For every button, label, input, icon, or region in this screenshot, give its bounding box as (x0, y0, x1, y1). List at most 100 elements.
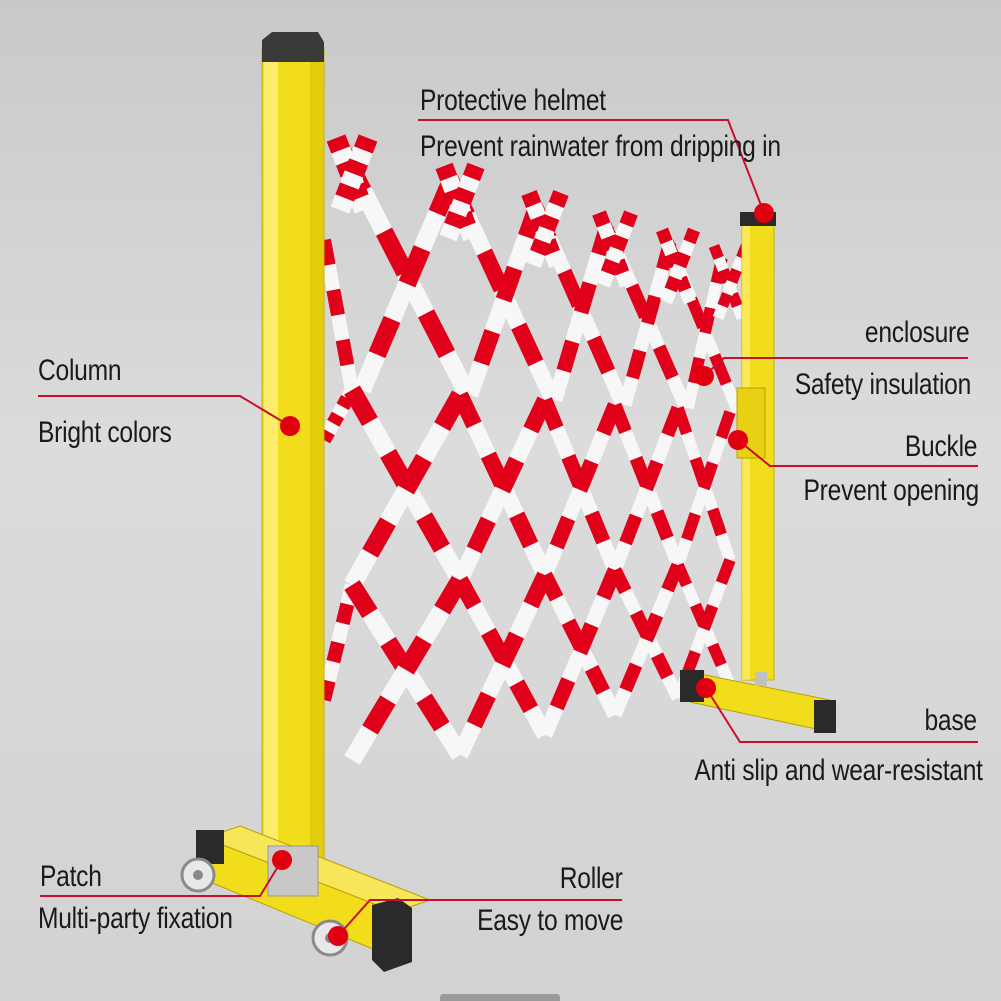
label-roller-desc: Easy to move (476, 904, 623, 937)
lattice-bar-segment (317, 428, 335, 444)
lattice-bar-segment (335, 338, 355, 367)
lattice-bar-segment (698, 461, 719, 491)
lattice-bar-segment (448, 198, 471, 218)
lattice-bar-segment (548, 190, 569, 208)
lattice-bar-segment (495, 631, 525, 669)
label-buckle-desc: Prevent opening (803, 474, 980, 507)
lattice-bar-segment (582, 252, 606, 286)
lattice-bar-segment (362, 517, 396, 558)
lattice-bar-segment (398, 635, 432, 675)
lattice-bar-segment (383, 280, 416, 323)
lattice-bar-segment (525, 250, 546, 268)
lattice-bar-segment (660, 287, 677, 305)
lattice-bar-segment (656, 227, 673, 245)
label-base-desc: Anti slip and wear-resistant (694, 754, 984, 787)
lattice-bar-segment (732, 304, 748, 320)
lattice-bar-segment (362, 608, 396, 647)
lattice-bar-segment (340, 170, 364, 190)
bottom-scroll-handle[interactable] (440, 994, 560, 1001)
lattice-bar-segment (678, 239, 696, 257)
lattice-bar-segment (709, 353, 732, 386)
lattice-bar-segment (674, 251, 691, 269)
lattice-bar-segment (476, 248, 509, 293)
lattice-bar-segment (331, 621, 350, 645)
lattice-bar-segment (681, 512, 701, 542)
lattice-bar-segment (326, 640, 345, 664)
lattice-bar-segment (534, 226, 555, 244)
callout-lines (38, 119, 978, 937)
lattice-bar-segment (416, 512, 450, 553)
lattice-bar-segment (354, 134, 378, 154)
lattice-bar-segment (651, 652, 674, 680)
lattice-bar-segment (452, 721, 482, 759)
lattice-bar-segment (592, 210, 611, 228)
lattice-bar-segment (629, 486, 653, 519)
lattice-bar-segment (608, 687, 632, 718)
lattice-bar-segment (693, 331, 711, 360)
lattice-bar-segment (526, 202, 546, 220)
lattice-bar-segment (699, 306, 717, 335)
lattice-bar-segment (731, 256, 747, 272)
lattice-bar-segment (509, 426, 539, 464)
lattice-bar-segment (544, 250, 565, 268)
label-helmet-desc: Prevent rainwater from dripping in (420, 130, 781, 163)
lattice-bar-segment (619, 513, 643, 546)
lattice-bar-segment (440, 174, 462, 194)
right-post (736, 212, 776, 681)
lattice-bar-segment (549, 515, 576, 550)
lattice-bar-segment (679, 287, 696, 305)
lattice-bar-segment (335, 602, 355, 625)
lattice-bar-segment (322, 419, 340, 436)
lattice-bar-segment (398, 453, 432, 495)
lattice-bar-segment (462, 162, 485, 182)
lattice-bar-segment (398, 245, 431, 288)
lattice-bar-segment (317, 238, 336, 267)
lattice-bar-segment (444, 210, 466, 230)
lattice-bar-segment (435, 162, 458, 182)
lattice-bar-segment (521, 190, 542, 208)
label-enclosure-desc: Safety insulation (794, 368, 972, 401)
lattice-bar-segment (495, 265, 523, 303)
lattice-bar-segment (584, 594, 611, 628)
lattice-bar-segment (715, 532, 736, 562)
lattice-bar-segment (717, 292, 733, 308)
lattice-bar-segment (413, 209, 446, 253)
lattice-bar-segment (317, 679, 336, 702)
lattice-bar-segment (530, 238, 550, 256)
lattice-bar-segment (650, 432, 674, 465)
lattice-bar-segment (556, 339, 580, 373)
lattice-bar-segment (344, 158, 368, 178)
lattice-bar-segment (561, 487, 587, 522)
lattice-bar-segment (586, 335, 616, 375)
lattice-bar-segment (452, 546, 482, 584)
lattice-bar-segment (561, 649, 587, 683)
lattice-bar-segment (664, 275, 682, 293)
left-post (261, 32, 325, 869)
lattice-bar-segment (584, 430, 611, 465)
lattice-bar-segment (715, 557, 736, 586)
lattice-bar-segment (683, 227, 700, 245)
lattice-bar-segment (330, 194, 354, 214)
lattice-bar-segment (698, 603, 719, 632)
lattice-bar-segment (608, 540, 632, 573)
lattice-bar-segment (573, 622, 599, 656)
lattice-bar-segment (380, 485, 414, 527)
lattice-bar-segment (331, 403, 349, 419)
lattice-bar-segment (416, 605, 450, 645)
lattice-bar-segment (509, 601, 539, 639)
lattice-bar-segment (652, 344, 679, 381)
lattice-bar-segment (713, 256, 729, 272)
lattice-bar-segment (466, 516, 496, 554)
lattice-bar-segment (672, 537, 693, 567)
lattice-bar-segment (321, 660, 341, 683)
lattice-bar-segment (585, 665, 610, 695)
lattice-bar-segment (672, 406, 693, 436)
lattice-bar-segment (466, 421, 496, 459)
lattice-bar-segment (707, 642, 727, 668)
lattice-bar-segment (538, 397, 564, 432)
lattice-bar-segment (362, 417, 396, 458)
lattice-bar-segment (727, 292, 743, 308)
right-base (680, 670, 836, 733)
lattice-bar-segment (466, 601, 496, 636)
